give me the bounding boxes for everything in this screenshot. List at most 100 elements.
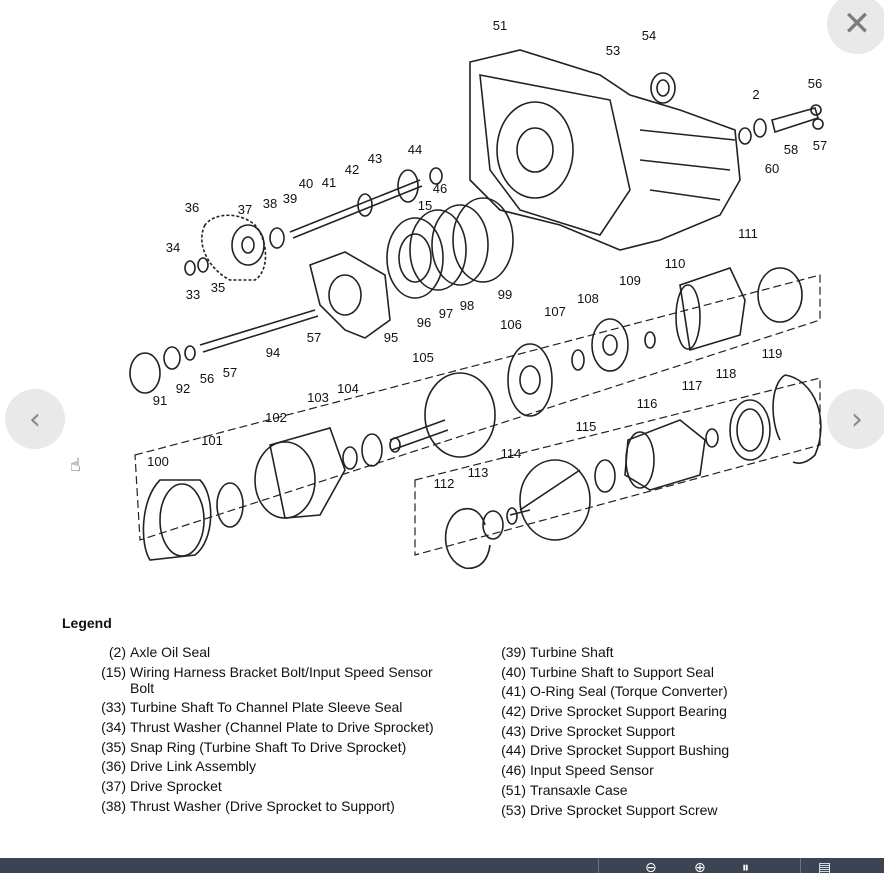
legend-item-text: Thrust Washer (Drive Sprocket to Support… (130, 797, 395, 814)
callout-2: 2 (752, 87, 759, 102)
callout-56: 56 (200, 371, 214, 386)
legend-item-number: (35) (101, 738, 126, 755)
callout-91: 91 (153, 393, 167, 408)
legend-item-number: (40) (501, 663, 526, 680)
callout-57: 57 (813, 138, 827, 153)
gallery-icon[interactable]: ▤ (818, 860, 832, 876)
legend-item-number: (38) (101, 797, 126, 814)
callout-102: 102 (265, 410, 287, 425)
callout-34: 34 (166, 240, 180, 255)
legend-item-text: Transaxle Case (530, 781, 628, 798)
legend-item-number: (33) (101, 699, 126, 716)
callout-92: 92 (176, 381, 190, 396)
callout-54: 54 (642, 28, 656, 43)
callout-117: 117 (682, 378, 703, 393)
legend-item-text: Drive Sprocket Support Screw (530, 801, 718, 818)
callout-57: 57 (223, 365, 237, 380)
legend-item-text: Turbine Shaft to Support Seal (530, 663, 714, 680)
bottom-toolbar: ⊖ ⊕ ⏸ ▤ (0, 858, 884, 876)
legend-item: (46)Input Speed Sensor (490, 762, 790, 778)
zoom-out-icon[interactable]: ⊖ (645, 860, 657, 876)
chevron-left-icon[interactable]: ‹ (5, 389, 65, 449)
callout-103: 103 (307, 390, 329, 405)
callout-58: 58 (784, 142, 798, 157)
legend-item: (39)Turbine Shaft (490, 644, 790, 660)
legend-item: (53)Drive Sprocket Support Screw (490, 802, 790, 818)
callout-99: 99 (498, 287, 512, 302)
drive-link-chain (201, 214, 267, 281)
callout-96: 96 (417, 315, 431, 330)
callout-15: 15 (418, 198, 432, 213)
legend-item-number: (15) (101, 663, 126, 680)
legend-item-number: (44) (501, 742, 526, 759)
legend-item-text: Turbine Shaft (530, 644, 614, 660)
legend-item-number: (2) (108, 644, 126, 660)
callout-43: 43 (368, 151, 382, 166)
legend-item-number: (39) (501, 644, 526, 660)
legend-item: (33)Turbine Shaft To Channel Plate Sleev… (86, 699, 446, 715)
callout-111: 111 (738, 226, 758, 241)
callout-39: 39 (283, 191, 297, 206)
legend-right-column: (39)Turbine Shaft(40)Turbine Shaft to Su… (490, 644, 790, 821)
callout-60: 60 (765, 161, 779, 176)
legend-item-number: (51) (501, 781, 526, 798)
legend-item: (51)Transaxle Case (490, 782, 790, 798)
legend-item: (44)Drive Sprocket Support Bushing (490, 742, 790, 758)
callout-36: 36 (185, 200, 199, 215)
legend-item-text: Drive Sprocket Support Bearing (530, 703, 727, 720)
legend-item: (40)Turbine Shaft to Support Seal (490, 664, 790, 680)
legend-item-number: (43) (501, 722, 526, 739)
callout-119: 119 (762, 346, 783, 361)
legend-title: Legend (62, 615, 112, 631)
callout-42: 42 (345, 162, 359, 177)
close-icon[interactable]: ✕ (827, 0, 884, 54)
callout-106: 106 (500, 317, 522, 332)
legend-item-number: (36) (101, 758, 126, 775)
legend-item-text: Thrust Washer (Channel Plate to Drive Sp… (130, 719, 434, 736)
callout-105: 105 (412, 350, 434, 365)
transaxle-case (469, 49, 741, 251)
callout-53: 53 (606, 43, 620, 58)
legend-item: (38)Thrust Washer (Drive Sprocket to Sup… (86, 798, 446, 814)
callout-51: 51 (493, 18, 507, 33)
callout-109: 109 (619, 273, 641, 288)
callout-41: 41 (322, 175, 336, 190)
hand-cursor-icon: ☝ (70, 455, 81, 476)
callout-100: 100 (147, 454, 169, 469)
callout-97: 97 (439, 306, 453, 321)
legend-item-text: Drive Sprocket Support (530, 722, 675, 739)
legend-item: (42)Drive Sprocket Support Bearing (490, 703, 790, 719)
legend-item: (36)Drive Link Assembly (86, 758, 446, 774)
callout-38: 38 (263, 196, 277, 211)
zoom-in-icon[interactable]: ⊕ (694, 860, 706, 876)
legend-item-text: O-Ring Seal (Torque Converter) (530, 683, 728, 700)
legend-item-number: (46) (501, 762, 526, 779)
callout-113: 113 (468, 465, 489, 480)
callout-98: 98 (460, 298, 474, 313)
legend-item: (37)Drive Sprocket (86, 778, 446, 794)
legend-item-text: Drive Sprocket (130, 778, 222, 795)
legend-item-number: (42) (501, 703, 526, 720)
legend-item: (34)Thrust Washer (Channel Plate to Driv… (86, 719, 446, 735)
callout-46: 46 (433, 181, 447, 196)
chevron-right-icon[interactable]: › (827, 389, 884, 449)
legend-item: (15)Wiring Harness Bracket Bolt/Input Sp… (86, 664, 446, 696)
callout-112: 112 (434, 476, 455, 491)
legend-item-text: Drive Sprocket Support Bushing (530, 742, 730, 759)
callout-57: 57 (307, 330, 321, 345)
callout-35: 35 (211, 280, 225, 295)
callout-118: 118 (716, 366, 737, 381)
callout-114: 114 (501, 446, 522, 461)
callout-40: 40 (299, 176, 313, 191)
legend-item-number: (34) (101, 719, 126, 736)
callout-115: 115 (576, 419, 597, 434)
legend-item: (35)Snap Ring (Turbine Shaft To Drive Sp… (86, 739, 446, 755)
callout-116: 116 (637, 396, 658, 411)
pause-icon[interactable]: ⏸ (742, 860, 749, 876)
legend-item-text: Drive Link Assembly (130, 758, 257, 775)
callout-110: 110 (665, 256, 686, 271)
callout-101: 101 (201, 433, 223, 448)
legend-item-number: (53) (501, 801, 526, 818)
legend-left-column: (2)Axle Oil Seal(15)Wiring Harness Brack… (86, 644, 446, 818)
